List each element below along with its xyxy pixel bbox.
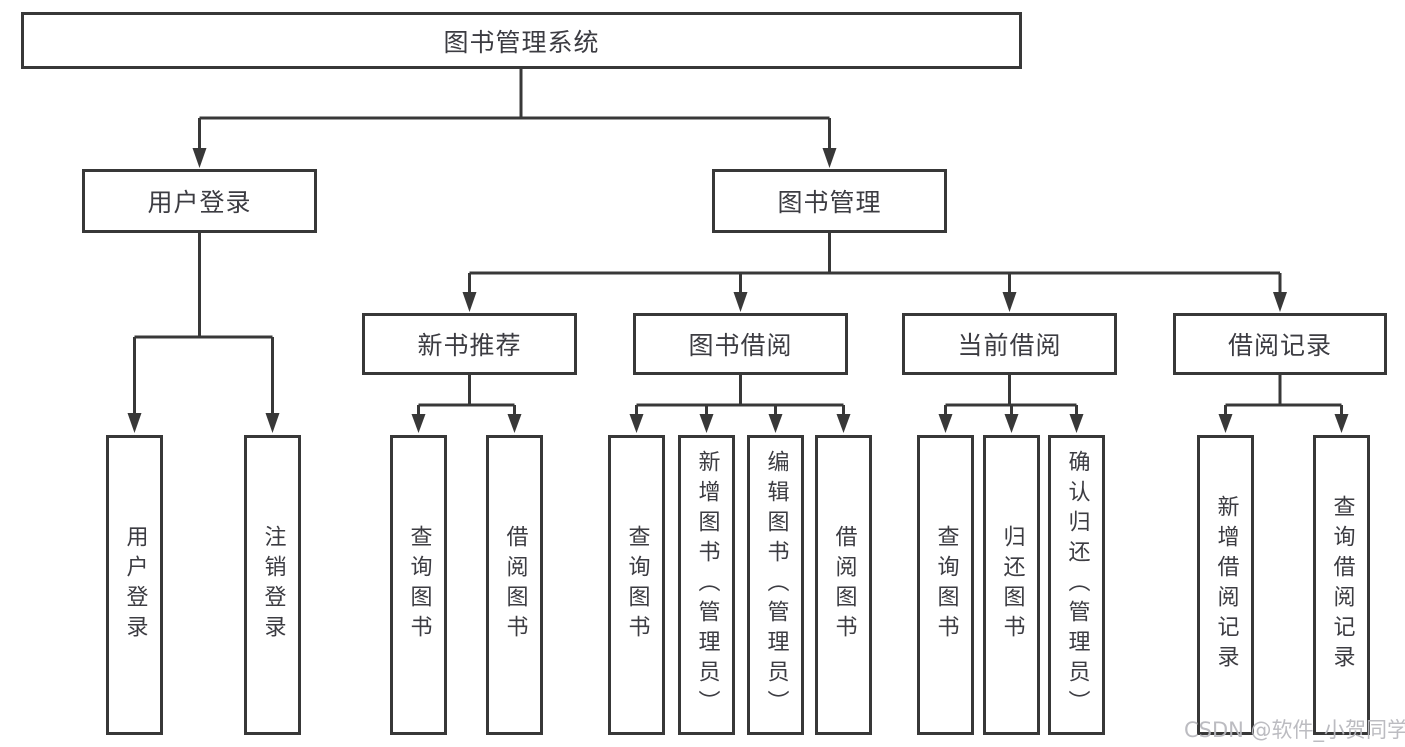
leaf-user-login: 用户登录 [106, 435, 163, 735]
node-book-borrowing: 图书借阅 [633, 313, 848, 375]
connector-book-borrowing-group [629, 375, 851, 433]
node-book-management: 图书管理 [712, 169, 947, 233]
connector-user-login-group [127, 233, 280, 433]
node-label: 确认归还（管理员） [1064, 450, 1090, 720]
node-book-management-system: 图书管理系统 [21, 12, 1022, 69]
node-label: 查询图书 [406, 525, 432, 645]
leaf-query-books-borrowing: 查询图书 [608, 435, 665, 735]
leaf-edit-books-admin: 编辑图书（管理员） [747, 435, 804, 735]
csdn-watermark: CSDN @软件_小贺同学 [1184, 718, 1405, 742]
node-label: 新增图书（管理员） [694, 450, 720, 720]
node-current-borrowing: 当前借阅 [902, 313, 1117, 375]
node-label: 借阅图书 [831, 525, 857, 645]
leaf-query-borrow-record: 查询借阅记录 [1313, 435, 1370, 735]
node-label: 新增借阅记录 [1213, 495, 1239, 675]
node-label: 用户登录 [122, 525, 148, 645]
leaf-add-borrow-record: 新增借阅记录 [1197, 435, 1254, 735]
node-label: 当前借阅 [957, 331, 1062, 360]
node-label: 查询图书 [933, 525, 959, 645]
node-label: 图书管理 [777, 188, 882, 217]
connector-book-management-to-level3 [462, 233, 1287, 312]
leaf-query-books-recommend: 查询图书 [390, 435, 447, 735]
node-label: 查询图书 [624, 525, 650, 645]
leaf-borrow-books-recommend: 借阅图书 [486, 435, 543, 735]
node-label: 用户登录 [147, 188, 252, 217]
node-label: 查询借阅记录 [1329, 495, 1355, 675]
node-borrowing-records: 借阅记录 [1173, 313, 1387, 375]
connector-borrowing-records-group [1218, 375, 1349, 433]
node-user-login: 用户登录 [82, 169, 317, 233]
leaf-query-books-current: 查询图书 [917, 435, 974, 735]
node-new-book-recommend: 新书推荐 [362, 313, 577, 375]
leaf-borrow-books-borrowing: 借阅图书 [815, 435, 872, 735]
node-label: 图书借阅 [688, 331, 793, 360]
node-label: 编辑图书（管理员） [763, 450, 789, 720]
leaf-logout: 注销登录 [244, 435, 301, 735]
node-label: 新书推荐 [417, 331, 522, 360]
leaf-add-books-admin: 新增图书（管理员） [678, 435, 735, 735]
connector-current-borrowing-group [938, 375, 1084, 433]
node-label: 借阅记录 [1227, 331, 1332, 360]
connector-new-book-group [411, 375, 522, 433]
node-label: 注销登录 [260, 525, 286, 645]
node-label: 归还图书 [999, 525, 1025, 645]
leaf-return-books: 归还图书 [983, 435, 1040, 735]
connector-root-to-level2 [192, 69, 837, 168]
node-label: 借阅图书 [502, 525, 528, 645]
leaf-confirm-return-admin: 确认归还（管理员） [1048, 435, 1105, 735]
node-label: 图书管理系统 [443, 27, 600, 57]
